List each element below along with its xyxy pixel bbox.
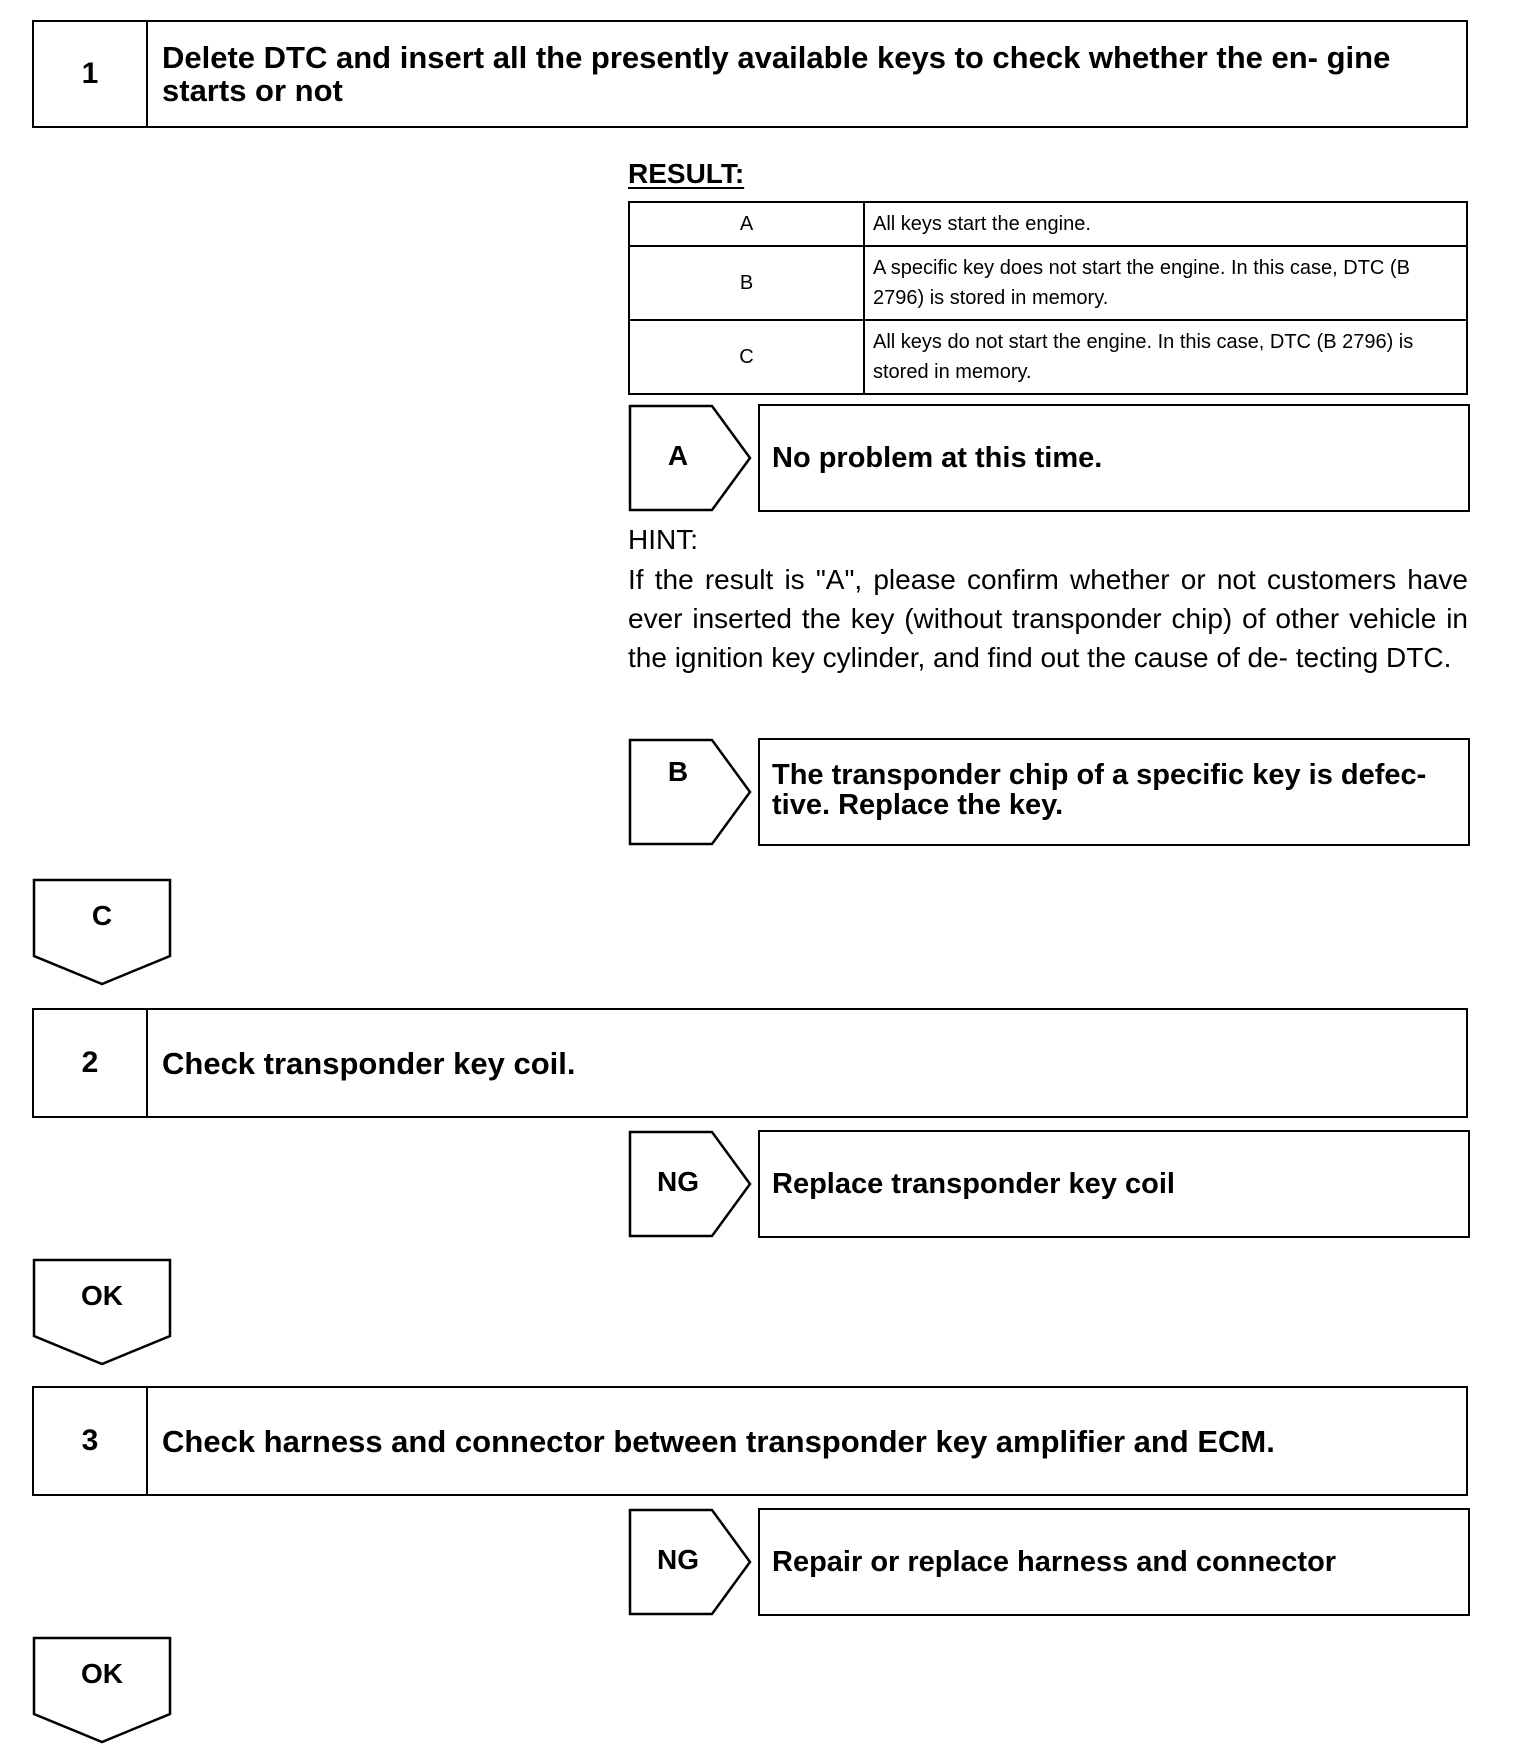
down-label: OK [81, 1658, 123, 1689]
result-code: B [628, 245, 865, 321]
result-text: All keys do not start the engine. In thi… [863, 319, 1468, 395]
down-arrow-shape [32, 1636, 172, 1744]
table-row: C All keys do not start the engine. In t… [628, 319, 1468, 395]
branch-b: B The transponder chip of a specific key… [628, 738, 1470, 846]
branch-ng-3: NG Repair or replace harness and connect… [628, 1508, 1470, 1616]
step-number: 1 [34, 22, 148, 126]
table-row: B A specific key does not start the engi… [628, 245, 1468, 321]
down-arrow-ok-2: OK [32, 1636, 172, 1746]
branch-label: NG [657, 1166, 699, 1197]
result-code: A [628, 201, 865, 247]
branch-label: B [667, 756, 689, 787]
step-3-box: 3 Check harness and connector between tr… [32, 1386, 1468, 1496]
branch-label: A [667, 440, 689, 471]
step-title: Check harness and connector between tran… [162, 1423, 1275, 1459]
step-2-box: 2 Check transponder key coil. [32, 1008, 1468, 1118]
step-title: Delete DTC and insert all the presently … [162, 40, 1391, 108]
branch-text: Replace transponder key coil [758, 1130, 1470, 1238]
step-title: Check transponder key coil. [162, 1045, 576, 1081]
hint-label: HINT: [628, 524, 698, 555]
result-table: A All keys start the engine. B A specifi… [628, 201, 1468, 395]
branch-arrow-shape [628, 738, 752, 846]
branch-arrow-shape [628, 1508, 752, 1616]
step-number: 3 [34, 1388, 148, 1494]
down-label: C [91, 900, 113, 931]
result-label: RESULT: [628, 158, 745, 189]
result-text: A specific key does not start the engine… [863, 245, 1468, 321]
branch-a: A No problem at this time. [628, 404, 1470, 512]
branch-arrow-shape [628, 404, 752, 512]
step-1-box: 1 Delete DTC and insert all the presentl… [32, 20, 1468, 128]
result-text: All keys start the engine. [863, 201, 1468, 247]
table-row: A All keys start the engine. [628, 201, 1468, 247]
down-label: OK [81, 1280, 123, 1311]
branch-label: NG [657, 1544, 699, 1575]
step-number: 2 [34, 1010, 148, 1116]
branch-text: Repair or replace harness and connector [758, 1508, 1470, 1616]
down-arrow-shape [32, 1258, 172, 1366]
hint-text: If the result is "A", please confirm whe… [628, 564, 1468, 673]
branch-text: No problem at this time. [758, 404, 1470, 512]
branch-text: The transponder chip of a specific key i… [758, 738, 1470, 846]
result-code: C [628, 319, 865, 395]
down-arrow-c: C [32, 878, 172, 988]
down-arrow-ok-1: OK [32, 1258, 172, 1368]
branch-arrow-shape [628, 1130, 752, 1238]
down-arrow-shape [32, 878, 172, 986]
branch-ng-2: NG Replace transponder key coil [628, 1130, 1470, 1238]
